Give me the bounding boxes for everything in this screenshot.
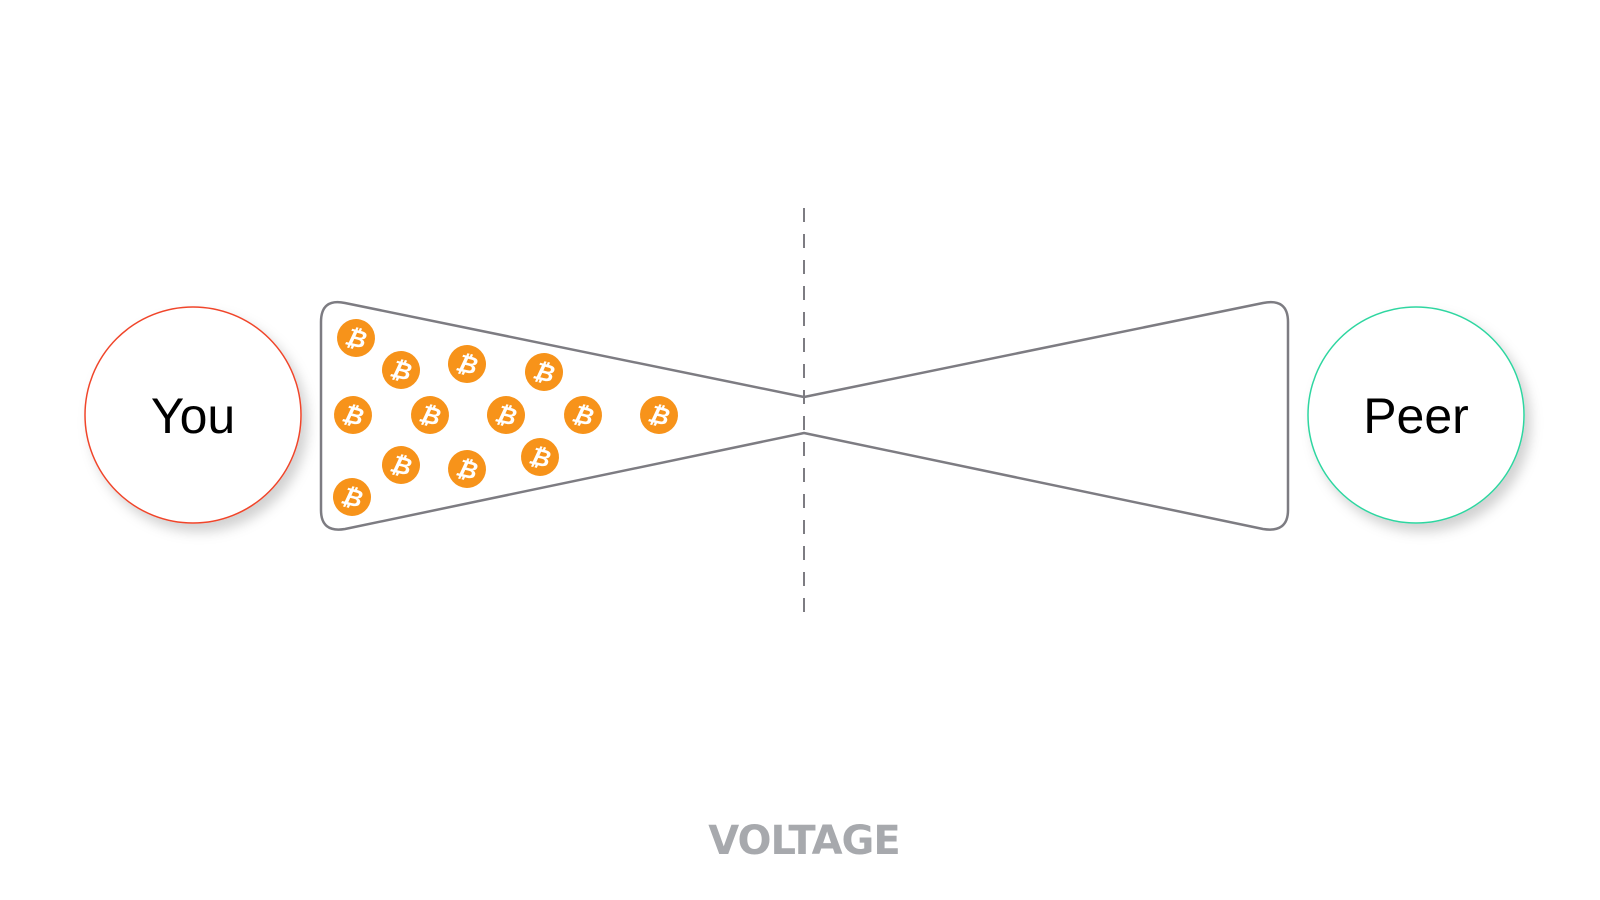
bitcoin-coin-icon: ₿	[448, 345, 486, 383]
node-you[interactable]: You	[84, 306, 302, 524]
bitcoin-coin-icon: ₿	[448, 450, 486, 488]
node-you-circle	[84, 306, 302, 524]
node-peer-label: Peer	[1363, 388, 1469, 444]
bitcoin-coin-icon: ₿	[525, 353, 563, 391]
node-you-label: You	[151, 388, 235, 444]
bitcoin-coin-icon: ₿	[382, 351, 420, 389]
node-peer-circle	[1307, 306, 1525, 524]
bitcoin-coin-icon: ₿	[411, 396, 449, 434]
bitcoin-coin-icon: ₿	[521, 438, 559, 476]
bitcoin-coins: ₿₿₿₿₿₿₿₿₿₿₿₿₿	[333, 319, 678, 516]
node-peer[interactable]: Peer	[1307, 306, 1525, 524]
bitcoin-coin-icon: ₿	[334, 396, 372, 434]
bitcoin-coin-icon: ₿	[382, 446, 420, 484]
bitcoin-coin-icon: ₿	[333, 478, 371, 516]
channel-shape	[319, 300, 1290, 531]
bitcoin-coin-icon: ₿	[487, 396, 525, 434]
voltage-logo: VOLTAGE	[708, 818, 899, 864]
bitcoin-coin-icon: ₿	[640, 396, 678, 434]
bitcoin-coin-icon: ₿	[337, 319, 375, 357]
bitcoin-coin-icon: ₿	[564, 396, 602, 434]
